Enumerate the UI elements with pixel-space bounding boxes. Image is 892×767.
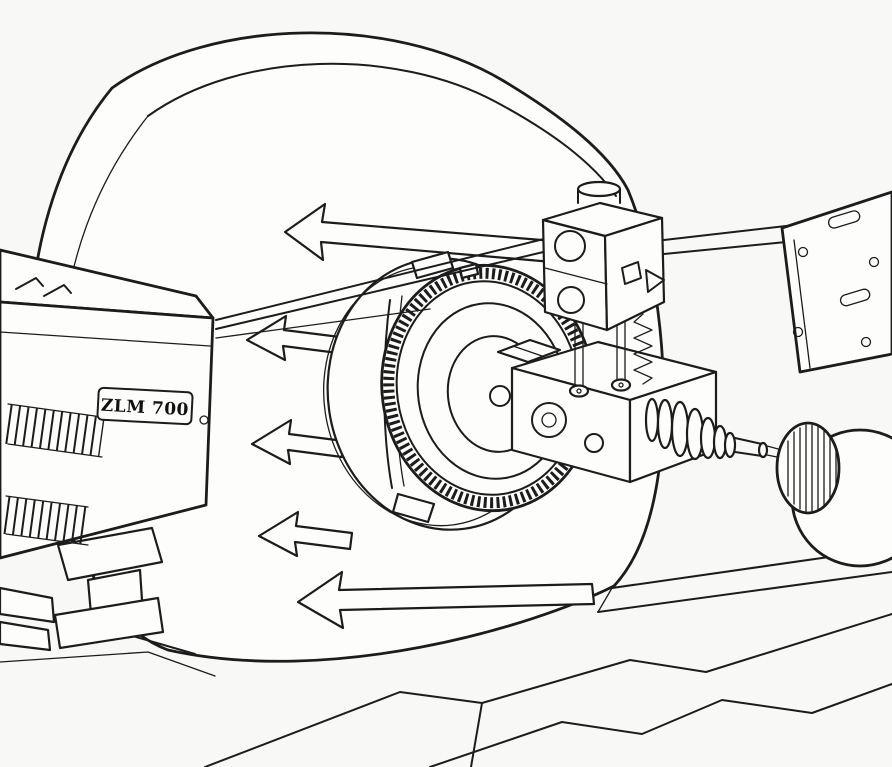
laser-beams (215, 236, 553, 339)
plate-slot (839, 288, 871, 307)
plate-fold-line (793, 239, 811, 369)
plate-body (780, 190, 892, 374)
bed-edge-line (597, 571, 892, 613)
connecting-bar-top (663, 225, 787, 241)
floor-line (429, 683, 892, 767)
knurled-chuck-knob (775, 421, 841, 515)
perforated-mounting-plate (780, 190, 892, 374)
plate-hole (868, 256, 880, 268)
drum-rim-arc-top (147, 62, 617, 197)
laser-measurement-head: ZLM 700 (0, 248, 215, 560)
spindle-disc (670, 400, 690, 458)
plate-hole (792, 326, 804, 338)
aperture-dot (199, 415, 209, 425)
floor-line (0, 651, 216, 677)
machine-bed-and-floor-lines (0, 547, 892, 767)
laser-beam-line (215, 236, 553, 321)
bed-edge-line (597, 587, 613, 613)
jaw-arrow-mid-3 (257, 510, 354, 558)
spindle-shaft-bottom (734, 451, 763, 457)
spindle-disc (644, 397, 660, 443)
dial-bracket-tab-top (410, 250, 455, 280)
laser-beam-line (215, 308, 431, 339)
spindle-shaft-top (734, 437, 763, 445)
fin-rail (7, 403, 103, 418)
spindle-disc (723, 431, 737, 459)
floor-line (204, 691, 483, 767)
laser-beam-line (215, 249, 553, 330)
stand-side-plate (0, 620, 52, 652)
guide-posts-and-spring (568, 313, 653, 398)
toolpost-bore-inner (541, 412, 557, 428)
connecting-bar-bottom (663, 241, 787, 255)
spring-coil (633, 313, 653, 385)
post-nut-center (618, 382, 624, 388)
post-nut-center (576, 388, 582, 394)
spindle-disc (656, 398, 674, 450)
model-label-text: ZLM 700 (100, 396, 189, 421)
plate-hole (860, 336, 872, 348)
optics-aperture-upper (554, 230, 586, 262)
heatsink-fins-lower (3, 496, 91, 545)
triangle-glyph (645, 269, 665, 293)
jaw-arrow-bottom (296, 570, 596, 630)
chuck-jaw-arrows (245, 202, 596, 630)
plate-slot (827, 210, 861, 229)
floor-line (470, 702, 483, 767)
optics-aperture-lower (557, 286, 585, 314)
block-right-face (603, 216, 666, 332)
taper-spindle (644, 397, 783, 461)
plate-hole (797, 246, 809, 258)
head-front-face (0, 300, 215, 560)
fin-rail (7, 443, 103, 458)
stand-bracket (56, 526, 164, 582)
toolpost-bore-small (584, 433, 604, 453)
block-crease (544, 267, 608, 285)
dial-bracket-tab-bottom (391, 492, 436, 524)
model-label-plate (96, 386, 194, 426)
support-stand (0, 526, 165, 652)
head-crease-line (0, 331, 211, 347)
square-glyph (621, 261, 642, 285)
bed-edge-line (481, 613, 892, 704)
post-nut (568, 384, 590, 398)
model-label: ZLM 700 (96, 386, 194, 426)
cap-top (576, 180, 622, 198)
block-front-face (541, 218, 609, 332)
interferometer-optics-block (541, 180, 787, 332)
stand-foot (53, 596, 165, 650)
spindle-shaft-end (757, 441, 769, 459)
fin-rail (5, 495, 89, 508)
toolpost-bore-large (531, 402, 567, 438)
vent-chevron (43, 284, 72, 297)
clamp-edge (512, 345, 543, 357)
post-nut (610, 378, 632, 392)
stand-side-plate (0, 586, 56, 624)
vent-chevron (15, 277, 44, 290)
fin-rail (5, 533, 89, 546)
dial-hub (489, 385, 511, 407)
spindle-disc (699, 416, 717, 460)
